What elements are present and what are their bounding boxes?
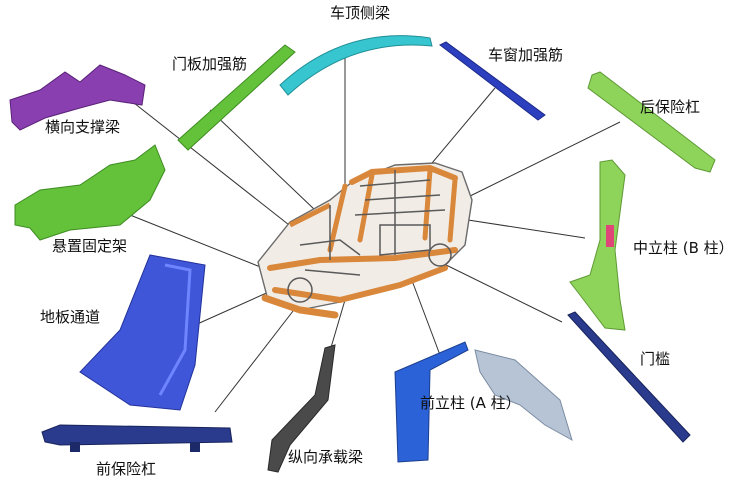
label-roof-rail: 车顶侧梁 bbox=[330, 4, 390, 22]
leader-door-reinforcement bbox=[210, 110, 315, 210]
label-door-sill: 门槛 bbox=[640, 350, 670, 368]
label-floor-tunnel: 地板通道 bbox=[40, 308, 100, 326]
label-suspension-bracket: 悬置固定架 bbox=[52, 237, 127, 255]
label-longitudinal-beam: 纵向承载梁 bbox=[288, 448, 363, 466]
leader-rear-bumper bbox=[462, 122, 620, 200]
label-a-pillar: 前立柱 (A 柱） bbox=[420, 394, 521, 412]
label-front-bumper-beam: 前保险杠 bbox=[96, 460, 156, 478]
b-pillar-part bbox=[570, 160, 625, 330]
label-window-reinforcement: 车窗加强筋 bbox=[488, 46, 563, 64]
suspension-bracket-part bbox=[15, 145, 165, 240]
leader-door-sill bbox=[440, 262, 562, 322]
floor-tunnel-part bbox=[80, 255, 205, 410]
leader-front-bumper bbox=[215, 302, 300, 412]
door-sill-part bbox=[568, 312, 690, 442]
front-bumper-part bbox=[42, 425, 232, 452]
label-door-reinforcement: 门板加强筋 bbox=[172, 55, 247, 73]
leader-b-pillar bbox=[455, 218, 585, 238]
rear-bumper-part bbox=[588, 72, 715, 172]
label-cross-support-beam: 横向支撑梁 bbox=[45, 118, 120, 136]
roof-rail-part bbox=[280, 36, 432, 95]
label-b-pillar: 中立柱 (B 柱） bbox=[633, 239, 734, 257]
label-rear-bumper-beam: 后保险杠 bbox=[640, 98, 700, 116]
